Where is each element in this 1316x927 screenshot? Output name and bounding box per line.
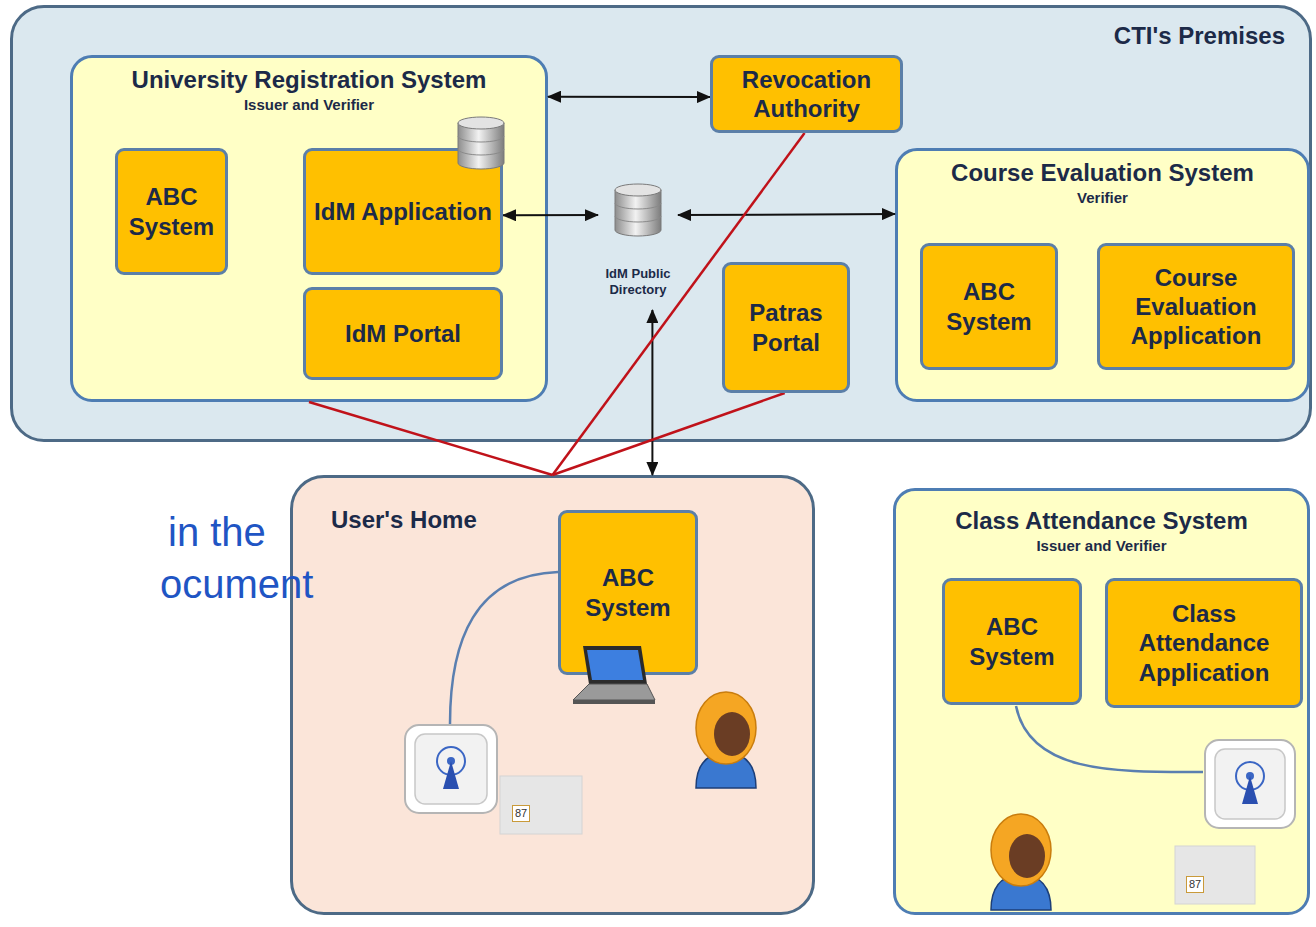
box-label: Patras Portal: [729, 298, 843, 357]
box-label: Course Evaluation Application: [1104, 263, 1288, 351]
group-heading: CTI's Premises: [13, 22, 1285, 51]
reader-link: [450, 572, 558, 724]
group-heading: Course Evaluation System: [906, 159, 1299, 188]
system-group: Course Evaluation SystemVerifierABC Syst…: [895, 148, 1310, 402]
laptop-icon: [569, 644, 657, 706]
component-box: IdM Application: [303, 148, 503, 275]
box-label: ABC System: [122, 182, 221, 241]
reader-link: [1016, 706, 1203, 772]
database-icon: [456, 115, 506, 171]
user-figure: [696, 692, 756, 788]
system-group: Class Attendance SystemIssuer and Verifi…: [893, 488, 1310, 915]
box-label: Class Attendance Application: [1112, 599, 1296, 687]
group-subheading: Issuer and Verifier: [904, 536, 1299, 556]
component-box: ABC System: [942, 578, 1082, 705]
box-label: ABC System: [565, 563, 691, 622]
user-figure: [991, 814, 1051, 910]
database-node: IdM Public Directory: [598, 180, 678, 310]
card-reader: [405, 725, 497, 813]
card-reader: [1205, 740, 1295, 828]
group-subheading: Issuer and Verifier: [81, 95, 537, 115]
component-box: ABC System: [558, 510, 698, 675]
group-subheading: Verifier: [906, 188, 1299, 208]
box-label: IdM Application: [314, 197, 492, 226]
box-label: ABC System: [927, 277, 1051, 336]
box-label: IdM Public Directory: [598, 266, 678, 299]
component-box: ABC System: [920, 243, 1058, 370]
network-link: [553, 133, 805, 475]
database-icon: [613, 182, 663, 238]
home-region: User's HomeABC System: [290, 475, 815, 915]
smart-card: [500, 776, 582, 834]
box-label: ABC System: [949, 612, 1075, 671]
cut-off-text: ocument: [160, 560, 313, 608]
network-link: [309, 402, 553, 475]
arrow-connector: [503, 214, 598, 216]
group-heading: Class Attendance System: [904, 507, 1299, 536]
card-number: 87: [1186, 876, 1204, 893]
component-box: Patras Portal: [722, 262, 850, 393]
component-box: Course Evaluation Application: [1097, 243, 1295, 370]
box-label: Revocation Authority: [717, 65, 896, 124]
cut-off-text: in the: [168, 508, 266, 556]
component-box: IdM Portal: [303, 287, 503, 380]
system-group: University Registration SystemIssuer and…: [70, 55, 548, 402]
network-link: [553, 393, 785, 475]
smart-card: [1175, 846, 1255, 904]
arrow-connector: [678, 214, 895, 215]
component-box: Class Attendance Application: [1105, 578, 1303, 708]
premises-region: CTI's PremisesUniversity Registration Sy…: [10, 5, 1312, 442]
box-label: IdM Portal: [345, 319, 461, 348]
group-heading: University Registration System: [81, 66, 537, 95]
component-box: Revocation Authority: [710, 55, 903, 133]
arrow-connector: [548, 96, 710, 98]
arrow-connector: [651, 310, 653, 475]
component-box: ABC System: [115, 148, 228, 275]
card-number: 87: [512, 805, 530, 822]
